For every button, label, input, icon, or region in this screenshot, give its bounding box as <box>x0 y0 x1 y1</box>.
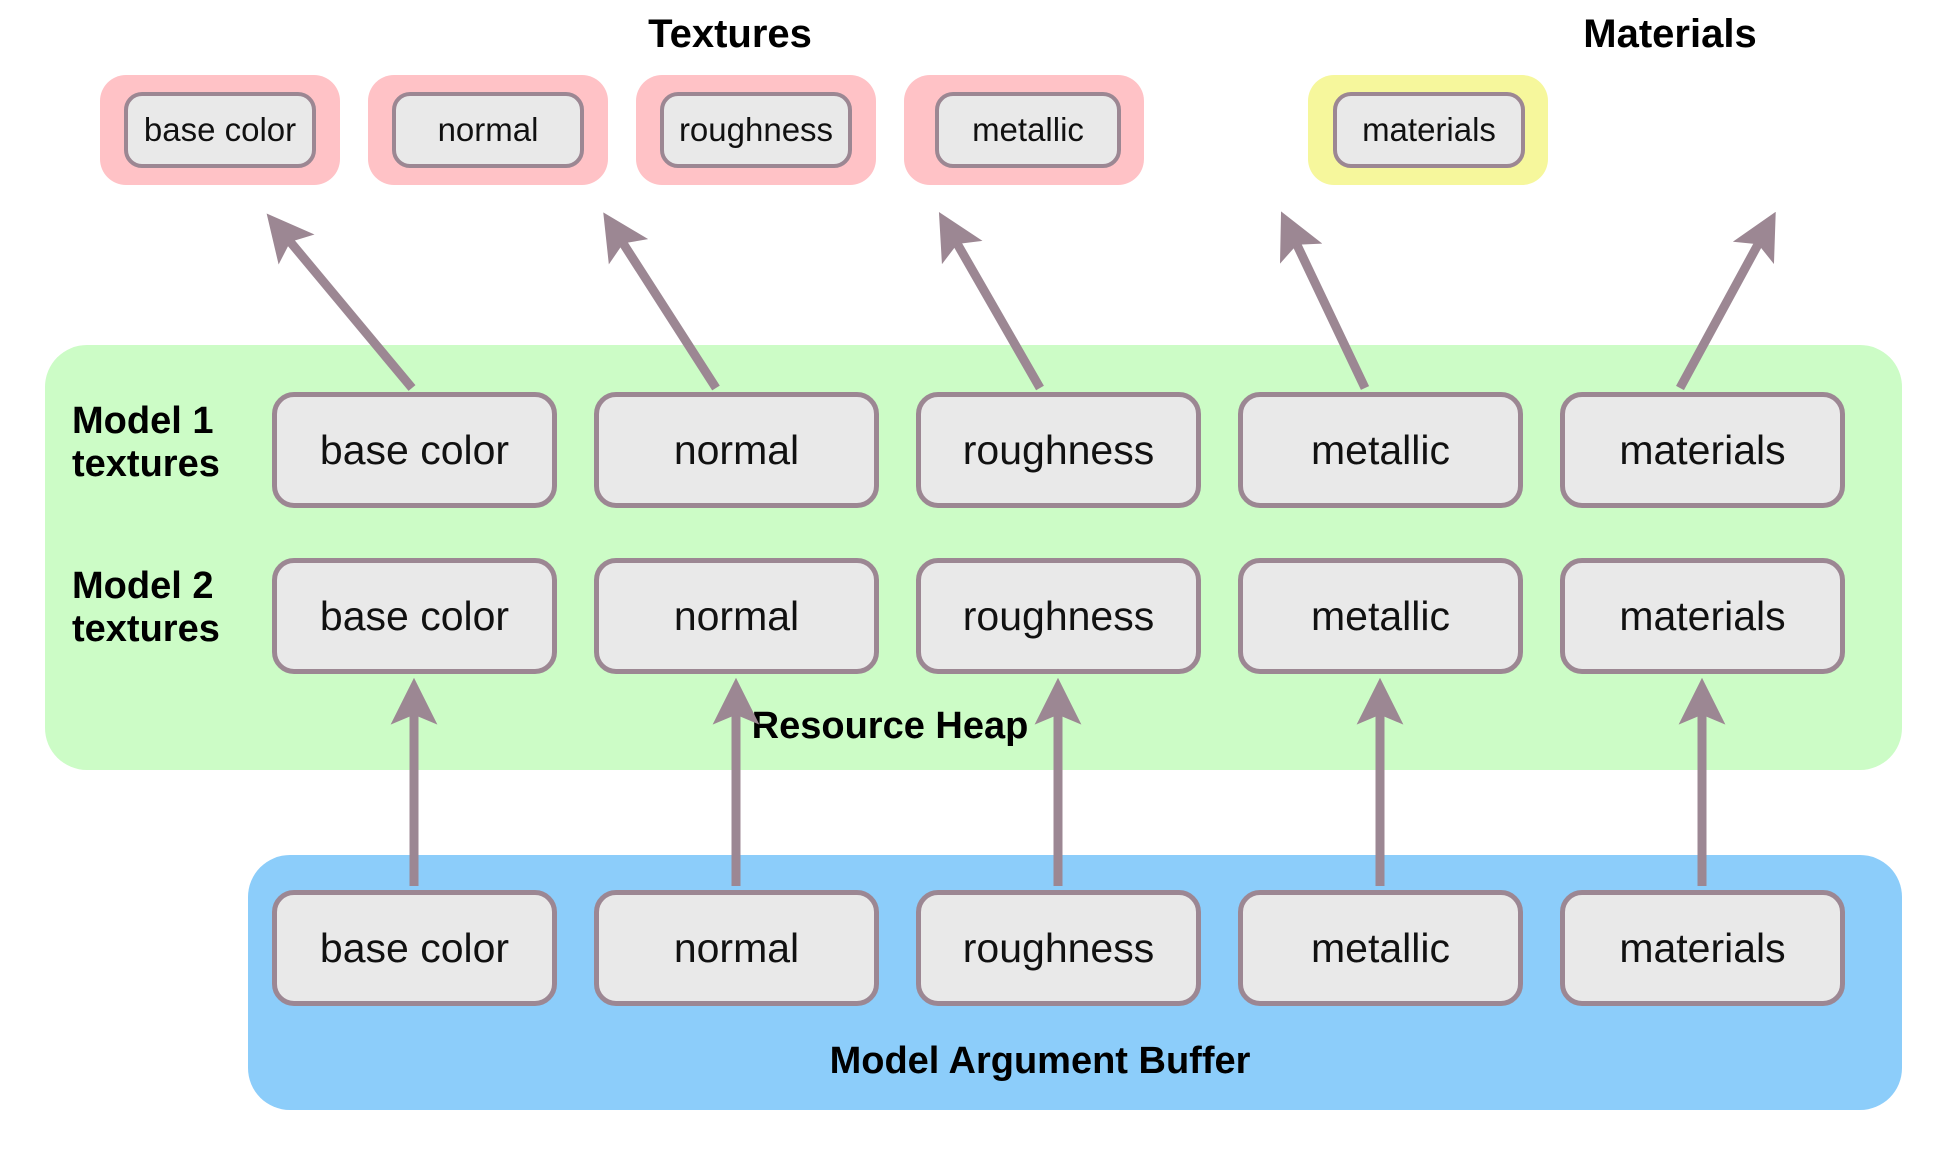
model-argument-buffer-label: Model Argument Buffer <box>829 1040 1251 1082</box>
heap-row2-node-metallic[interactable]: metallic <box>1238 558 1523 674</box>
buffer-node-metallic[interactable]: metallic <box>1238 890 1523 1006</box>
top-node-base-color[interactable]: base color <box>124 92 316 168</box>
buffer-node-materials[interactable]: materials <box>1560 890 1845 1006</box>
buffer-node-roughness[interactable]: roughness <box>916 890 1201 1006</box>
heap-row1-node-base-color[interactable]: base color <box>272 392 557 508</box>
top-node-normal[interactable]: normal <box>392 92 584 168</box>
materials-section-title: Materials <box>1583 12 1757 56</box>
row-label-model-2-textures: Model 2 textures <box>72 565 220 650</box>
resource-heap-label: Resource Heap <box>751 705 1029 747</box>
top-node-materials[interactable]: materials <box>1333 92 1525 168</box>
buffer-node-base-color[interactable]: base color <box>272 890 557 1006</box>
heap-row1-node-roughness[interactable]: roughness <box>916 392 1201 508</box>
heap-row1-node-materials[interactable]: materials <box>1560 392 1845 508</box>
heap-row2-node-materials[interactable]: materials <box>1560 558 1845 674</box>
textures-section-title: Textures <box>648 12 812 56</box>
top-node-roughness[interactable]: roughness <box>660 92 852 168</box>
heap-row2-node-base-color[interactable]: base color <box>272 558 557 674</box>
top-node-metallic[interactable]: metallic <box>935 92 1121 168</box>
buffer-node-normal[interactable]: normal <box>594 890 879 1006</box>
heap-row2-node-normal[interactable]: normal <box>594 558 879 674</box>
heap-row2-node-roughness[interactable]: roughness <box>916 558 1201 674</box>
row-label-model-1-textures: Model 1 textures <box>72 400 220 485</box>
heap-row1-node-metallic[interactable]: metallic <box>1238 392 1523 508</box>
heap-row1-node-normal[interactable]: normal <box>594 392 879 508</box>
